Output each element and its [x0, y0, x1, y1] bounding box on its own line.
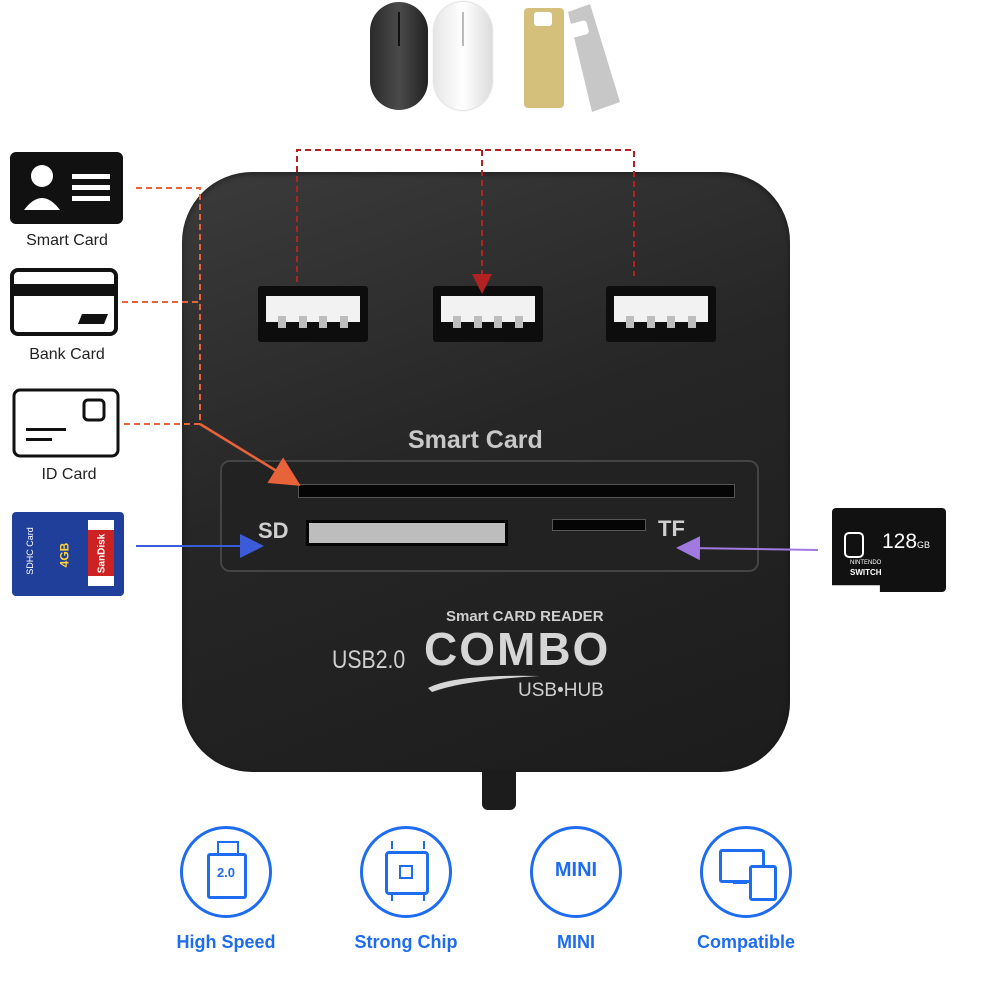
feature-compatible-label: Compatible	[696, 932, 795, 952]
feature-high-speed: 2.0 High Speed	[146, 826, 306, 953]
mini-icon: MINI	[530, 826, 622, 918]
usb-port-3[interactable]	[606, 286, 716, 342]
feature-compatible: Compatible	[666, 826, 826, 953]
sd-card: SanDisk SDHC Card 4GB	[12, 512, 124, 596]
smart-card-label: Smart Card	[26, 232, 108, 249]
tf-card: 128GB NINTENDO SWITCH	[832, 508, 946, 592]
hub-reader-label: Smart CARD READER	[446, 608, 604, 625]
tf-card-capacity: 128	[882, 530, 918, 553]
feature-mini-label: MINI	[557, 932, 595, 952]
card-slot-panel	[220, 460, 759, 572]
hub-usb-hub-label: USB•HUB	[518, 680, 604, 701]
bank-card-label: Bank Card	[29, 346, 105, 363]
tf-card-slot[interactable]	[552, 519, 646, 531]
usb-2-icon: 2.0	[180, 826, 272, 918]
smart-card-icon	[10, 152, 123, 224]
feature-high-speed-label: High Speed	[176, 932, 276, 952]
tf-card-logo-icon	[844, 532, 864, 558]
devices-icon	[700, 826, 792, 918]
feature-strong-chip: Strong Chip	[326, 826, 486, 953]
tf-card-brand-line1: NINTENDO	[850, 560, 882, 566]
feature-mini: MINI MINI	[496, 826, 656, 953]
black-mouse	[370, 2, 428, 110]
bank-card-icon	[10, 268, 118, 336]
id-card-icon	[12, 388, 120, 458]
hub-smart-card-label: Smart Card	[408, 426, 543, 454]
mini-icon-text: MINI	[554, 859, 598, 881]
usb-port-2[interactable]	[433, 286, 543, 342]
chip-icon	[360, 826, 452, 918]
hub-cable	[482, 770, 516, 810]
smart-card-slot[interactable]	[298, 484, 735, 498]
usb-flash-drive	[524, 4, 620, 112]
tf-card-brand-line2: SWITCH	[850, 568, 882, 577]
sd-card-slot[interactable]	[306, 520, 508, 546]
feature-strong-chip-label: Strong Chip	[354, 932, 458, 952]
usb-port-1[interactable]	[258, 286, 368, 342]
white-mouse	[434, 2, 492, 110]
hub-usb-version: USB2.0	[332, 646, 406, 674]
usb-2-icon-text: 2.0	[216, 865, 236, 880]
combo-swoosh-icon	[428, 675, 540, 692]
tf-card-unit: GB	[917, 540, 931, 550]
id-card-label: ID Card	[41, 466, 97, 483]
hub-combo-logo: COMBO	[424, 623, 611, 675]
